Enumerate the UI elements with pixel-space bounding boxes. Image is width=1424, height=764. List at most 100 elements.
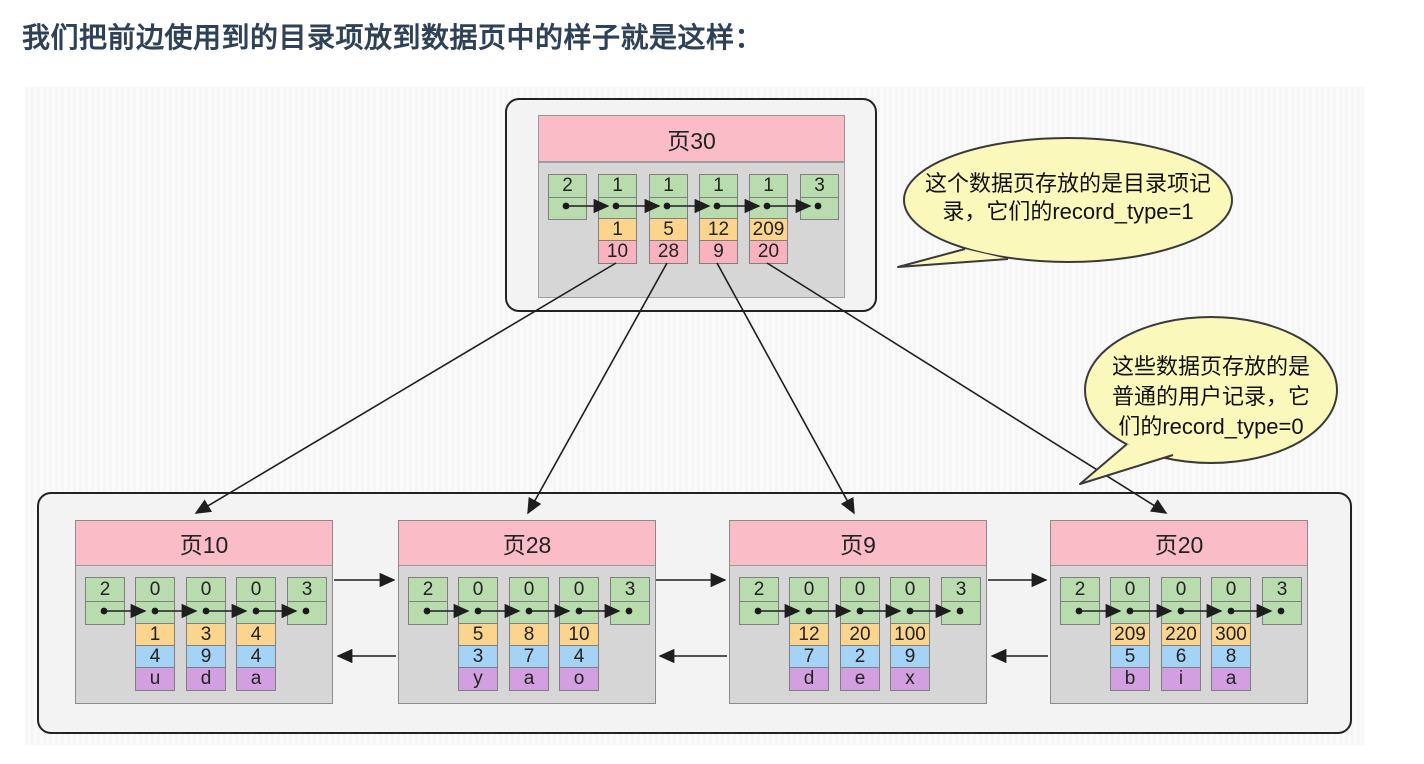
record-c2-cell: 5	[1110, 645, 1150, 669]
record-c3-cell: x	[890, 667, 930, 691]
supremum-record-cell: 3	[287, 577, 327, 625]
user-record-cell: 0	[890, 577, 930, 625]
record-pointer-slot	[841, 602, 879, 623]
record-pointer-slot	[86, 602, 124, 623]
record-c3-cell: e	[840, 667, 880, 691]
record-pointer-slot	[1061, 602, 1099, 623]
record-pointer-slot	[700, 198, 737, 219]
record-c3-cell: a	[1211, 667, 1251, 691]
record-c1-cell: 10	[559, 623, 599, 647]
record-c1-cell: 300	[1211, 623, 1251, 647]
record-pointer-slot	[942, 602, 980, 623]
record-type-value: 1	[750, 175, 787, 198]
record-type-value: 0	[1111, 578, 1149, 602]
supremum-type-value: 3	[942, 578, 980, 602]
directory-pageno-cell: 10	[598, 240, 637, 264]
directory-page-header: 页30	[538, 115, 845, 162]
record-pointer-slot	[1212, 602, 1250, 623]
user-page-20: 页20 2 0 209 5 b 0 220 6 i 0 300 8 a	[1050, 520, 1308, 704]
record-c2-cell: 9	[890, 645, 930, 669]
supremum-type-value: 3	[1263, 578, 1301, 602]
directory-page-body: 2 1 1 10 1 5 28 1 12 9 1 209 20 3	[538, 162, 845, 298]
directory-record-cell: 1	[649, 174, 688, 220]
infimum-record-cell: 2	[408, 577, 448, 625]
record-c1-cell: 220	[1161, 623, 1201, 647]
directory-key-cell: 5	[649, 218, 688, 242]
user-page-header: 页20	[1051, 521, 1307, 566]
record-pointer-slot	[288, 602, 326, 623]
directory-record-cell: 1	[749, 174, 788, 220]
record-pointer-slot	[459, 602, 497, 623]
user-page-28: 页28 2 0 5 3 y 0 8 7 a 0 10 4 o	[398, 520, 656, 704]
supremum-record-cell: 3	[1262, 577, 1302, 625]
record-c2-cell: 9	[186, 645, 226, 669]
user-page-label: 页28	[502, 532, 552, 558]
record-c1-cell: 209	[1110, 623, 1150, 647]
record-pointer-slot	[510, 602, 548, 623]
record-type-value: 0	[841, 578, 879, 602]
record-c3-cell: d	[789, 667, 829, 691]
record-c1-cell: 8	[509, 623, 549, 647]
record-type-value: 1	[599, 175, 636, 198]
user-record-cell: 0	[1110, 577, 1150, 625]
record-type-value: 0	[510, 578, 548, 602]
record-c2-cell: 7	[789, 645, 829, 669]
supremum-type-value: 3	[288, 578, 326, 602]
record-type-value: 0	[136, 578, 174, 602]
user-page-header: 页10	[76, 521, 332, 566]
record-pointer-slot	[740, 602, 778, 623]
record-c3-cell: a	[509, 667, 549, 691]
user-record-cell: 0	[1161, 577, 1201, 625]
infimum-record-cell: 2	[739, 577, 779, 625]
record-c1-cell: 100	[890, 623, 930, 647]
directory-key-cell: 12	[699, 218, 738, 242]
user-page-header: 页28	[399, 521, 655, 566]
record-c1-cell: 3	[186, 623, 226, 647]
record-c2-cell: 4	[236, 645, 276, 669]
infimum-type-value: 2	[1061, 578, 1099, 602]
record-type-value: 0	[187, 578, 225, 602]
record-pointer-slot	[549, 198, 586, 219]
user-record-cell: 0	[559, 577, 599, 625]
record-c3-cell: b	[1110, 667, 1150, 691]
user-record-cell: 0	[186, 577, 226, 625]
user-page-body: 2 0 12 7 d 0 20 2 e 0 100 9 x 3	[730, 566, 986, 703]
record-c1-cell: 20	[840, 623, 880, 647]
record-type-value: 1	[650, 175, 687, 198]
directory-record-cell: 1	[598, 174, 637, 220]
record-pointer-slot	[599, 198, 636, 219]
user-record-cell: 0	[840, 577, 880, 625]
directory-key-cell: 209	[749, 218, 788, 242]
infimum-type-value: 2	[86, 578, 124, 602]
supremum-record-cell: 3	[941, 577, 981, 625]
user-record-cell: 0	[236, 577, 276, 625]
record-c2-cell: 8	[1211, 645, 1251, 669]
record-type-value: 0	[1212, 578, 1250, 602]
record-pointer-slot	[136, 602, 174, 623]
page-title: 我们把前边使用到的目录项放到数据页中的样子就是这样：	[22, 22, 764, 53]
callout-line: 普通的用户记录，它	[1111, 384, 1310, 409]
directory-record-cell: 1	[699, 174, 738, 220]
record-pointer-slot	[187, 602, 225, 623]
callout-directory-text: 这个数据页存放的是目录项记 录，它们的record_type=1	[903, 170, 1233, 226]
record-type-value: 0	[459, 578, 497, 602]
callout-user-text: 这些数据页存放的是 普通的用户记录，它 们的record_type=0	[1086, 352, 1336, 442]
record-c2-cell: 2	[840, 645, 880, 669]
supremum-record-cell: 3	[610, 577, 650, 625]
directory-pageno-cell: 20	[749, 240, 788, 264]
record-c1-cell: 5	[458, 623, 498, 647]
user-page-label: 页10	[179, 532, 229, 558]
user-page-header: 页9	[730, 521, 986, 566]
supremum-type-value: 3	[611, 578, 649, 602]
record-c1-cell: 12	[789, 623, 829, 647]
callout-line: 这些数据页存放的是	[1111, 354, 1310, 379]
user-record-cell: 0	[789, 577, 829, 625]
record-c2-cell: 4	[559, 645, 599, 669]
record-type-value: 0	[1162, 578, 1200, 602]
record-c3-cell: u	[135, 667, 175, 691]
record-c2-cell: 6	[1161, 645, 1201, 669]
record-c3-cell: d	[186, 667, 226, 691]
callout-line: 录，它们的record_type=1	[942, 199, 1194, 224]
record-c1-cell: 1	[135, 623, 175, 647]
directory-pageno-cell: 9	[699, 240, 738, 264]
